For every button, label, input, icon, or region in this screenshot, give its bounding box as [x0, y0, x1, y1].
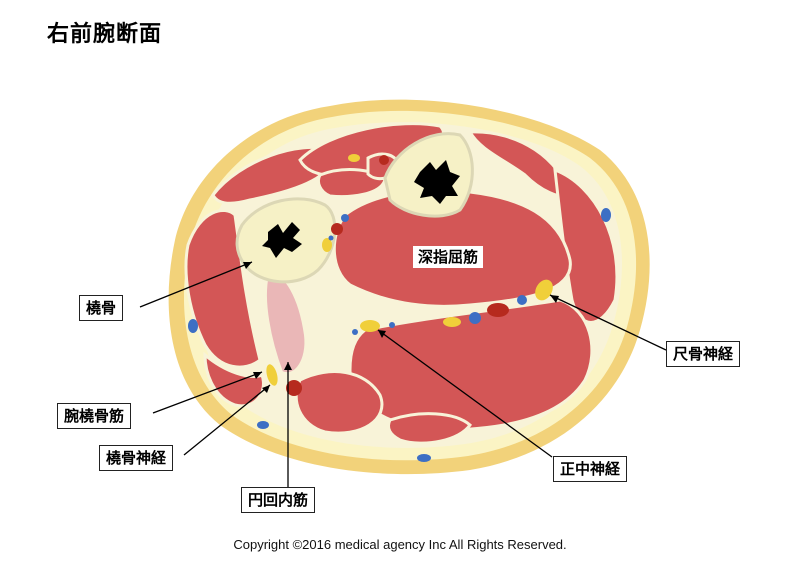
vein-dot-3: [352, 329, 358, 335]
page-title: 右前腕断面: [47, 22, 163, 47]
radial-nerve-leader: [183, 384, 271, 456]
radial-nerve-arrow: [262, 385, 270, 393]
leader-arrowheads: [243, 262, 559, 393]
ulnar-nerve-arrow: [550, 295, 559, 303]
radial-artery-dot: [286, 380, 302, 396]
median-nerve-label: 正中神経: [553, 456, 628, 482]
cutaneous-vein-bottom: [417, 454, 431, 462]
ulnar-artery-dot: [487, 303, 509, 317]
ulnar-vein-dot: [517, 295, 527, 305]
palmaris-muscle: [386, 412, 472, 445]
vein-dot-5: [328, 235, 334, 241]
pronator-teres-arrow: [284, 362, 292, 370]
ulnar-nerve-leader: [549, 294, 667, 351]
flexor-carpi-ulnaris: [553, 167, 619, 324]
fcr-muscle: [294, 370, 384, 435]
vessels-and-nerves: [188, 154, 611, 462]
cutaneous-vein-left: [188, 319, 198, 333]
pronator-teres-muscle: [265, 273, 307, 375]
radius-leader: [139, 261, 253, 308]
median-nerve-leader: [377, 329, 553, 458]
ulnar-nerve-dot: [535, 279, 553, 301]
median-nerve-dot: [360, 320, 380, 332]
cutaneous-vein-bottom-left: [257, 421, 269, 429]
cutaneous-vein-right: [601, 208, 611, 222]
radial-nerve-label: 橈骨神経: [99, 445, 174, 471]
brachioradialis-arrow: [253, 372, 262, 379]
fdp-label: 深指屈筋: [413, 246, 484, 268]
interosseous-vein-dot: [341, 214, 349, 222]
vein-dot-4: [389, 322, 395, 328]
small-nerve-dot: [348, 154, 360, 162]
radius-label: 橈骨: [79, 295, 124, 321]
brachioradialis-muscle: [184, 209, 262, 369]
vein-dot-2: [469, 312, 481, 324]
brachioradialis-label: 腕橈骨筋: [57, 403, 132, 429]
radial-nerve-dot: [266, 364, 278, 386]
small-artery-dot: [379, 155, 389, 165]
nerve-dot-2: [443, 317, 461, 327]
pronator-teres-label: 円回内筋: [241, 487, 316, 513]
copyright-text: Copyright ©2016 medical agency Inc All R…: [233, 537, 567, 552]
ecrl-muscle: [203, 351, 265, 408]
brachioradialis-leader: [152, 371, 263, 414]
radius-marrow: [262, 222, 302, 258]
ulna-marrow: [414, 160, 460, 204]
radius-arrow: [243, 262, 252, 269]
interosseous-artery-dot: [331, 223, 343, 235]
interosseous-nerve-dot: [322, 238, 332, 252]
median-nerve-arrow: [378, 330, 386, 338]
leader-lines: [139, 261, 667, 488]
ulnar-nerve-label: 尺骨神経: [666, 341, 741, 367]
